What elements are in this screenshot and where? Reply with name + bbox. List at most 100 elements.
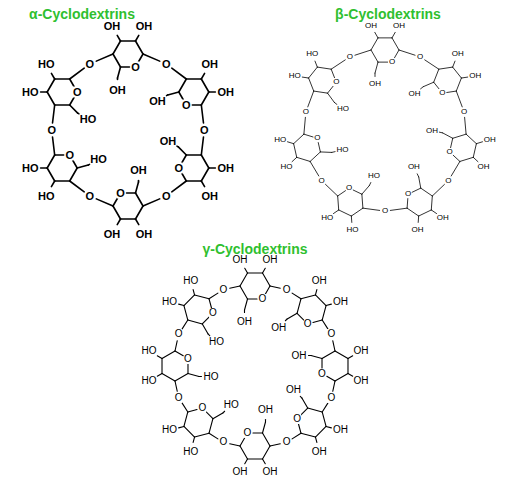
bond-line (230, 286, 240, 288)
hydroxyl-label: HO (368, 172, 380, 180)
bond-line (375, 32, 378, 38)
bond-line (209, 299, 211, 308)
hydroxyl-label: HO (224, 400, 239, 410)
bond-line (245, 459, 248, 464)
bond-line (335, 351, 348, 359)
bond-line (186, 154, 201, 156)
hydroxyl-label: OH (365, 22, 377, 30)
hydroxyl-label: OH (136, 228, 153, 239)
ring-oxygen: O (314, 134, 320, 142)
bond-line (202, 324, 208, 334)
bond-line (136, 35, 139, 41)
bond-line (192, 104, 201, 106)
bond-line (209, 419, 213, 433)
bond-line (47, 168, 55, 181)
ring-oxygen: O (446, 148, 452, 156)
bond-line (55, 154, 64, 156)
bond-line (184, 306, 188, 320)
bond-line (331, 69, 335, 78)
bond-line (240, 438, 245, 446)
hydroxyl-label: OH (271, 323, 286, 333)
bond-line (240, 286, 248, 299)
bond-line (313, 320, 322, 322)
hydroxyl-label: HO (204, 372, 219, 382)
bond-line (184, 426, 195, 437)
hydroxyl-label: OH (149, 95, 166, 106)
hydroxyl-label: OH (218, 163, 235, 174)
hydroxyl-label: OH (437, 214, 449, 222)
hydroxyl-label: HO (142, 376, 157, 386)
bond-line (332, 151, 335, 153)
bond-line (326, 426, 331, 427)
glycosidic-oxygen: O (86, 58, 95, 69)
bond-line (161, 359, 162, 374)
bond-line (417, 174, 418, 177)
bond-line (456, 78, 461, 91)
bond-line (310, 161, 319, 176)
glycosidic-oxygen: O (200, 125, 209, 136)
bond-line (47, 155, 55, 168)
glycosidic-oxygen: O (461, 108, 467, 116)
bond-line (297, 299, 301, 313)
bond-line (421, 87, 424, 89)
bond-line (209, 91, 216, 93)
bond-line (121, 218, 136, 220)
bond-line (248, 298, 258, 299)
hydroxyl-label: OH (452, 50, 464, 58)
bond-line (378, 37, 392, 38)
bond-line (434, 69, 439, 82)
bond-line (117, 78, 119, 80)
bond-line (390, 208, 407, 210)
bond-line (299, 424, 301, 433)
bond-line (423, 82, 433, 87)
hydroxyl-label: OH (104, 21, 121, 32)
bond-line (253, 432, 263, 433)
bond-line (309, 355, 312, 356)
glycosidic-oxygen: O (382, 207, 388, 215)
bond-line (113, 198, 117, 206)
bond-line (209, 293, 218, 299)
bond-line (443, 133, 453, 138)
hydroxyl-label: HO (337, 146, 349, 154)
bond-line (184, 412, 188, 426)
bond-line (199, 376, 202, 377)
bond-line (309, 67, 318, 78)
hydroxyl-label: OH (408, 163, 420, 171)
bond-line (453, 134, 466, 138)
bond-line (297, 313, 304, 320)
bond-line (162, 351, 175, 359)
bond-line (47, 79, 55, 92)
bond-line (292, 433, 301, 439)
bond-line (310, 152, 320, 162)
bond-line (182, 320, 188, 329)
bond-line (263, 459, 266, 464)
bond-line (78, 112, 79, 114)
hydroxyl-label: OH (233, 467, 248, 477)
bond-line (175, 341, 177, 351)
bond-line (73, 160, 77, 168)
bond-line (113, 206, 121, 219)
bond-line (300, 396, 302, 398)
bond-line (378, 62, 388, 63)
bond-line (419, 177, 421, 188)
bond-line (362, 194, 363, 208)
bond-line (51, 73, 54, 79)
bond-line (333, 381, 335, 391)
bond-line (270, 444, 280, 446)
hydroxyl-label: HO (274, 136, 286, 144)
bond-line (476, 142, 482, 144)
bond-line (41, 91, 48, 93)
ring-oxygen: O (182, 100, 191, 111)
bond-line (230, 444, 240, 446)
bond-line (136, 219, 139, 225)
bond-line (461, 77, 467, 79)
hydroxyl-label: HO (306, 50, 318, 58)
bond-line (265, 420, 266, 423)
hydroxyl-label: HO (142, 346, 157, 356)
bond-line (302, 77, 308, 79)
glycosidic-oxygen: O (162, 58, 171, 69)
hydroxyl-label: OH (109, 85, 126, 96)
bond-line (201, 73, 204, 79)
bond-line (179, 426, 184, 427)
bond-line (392, 32, 395, 38)
